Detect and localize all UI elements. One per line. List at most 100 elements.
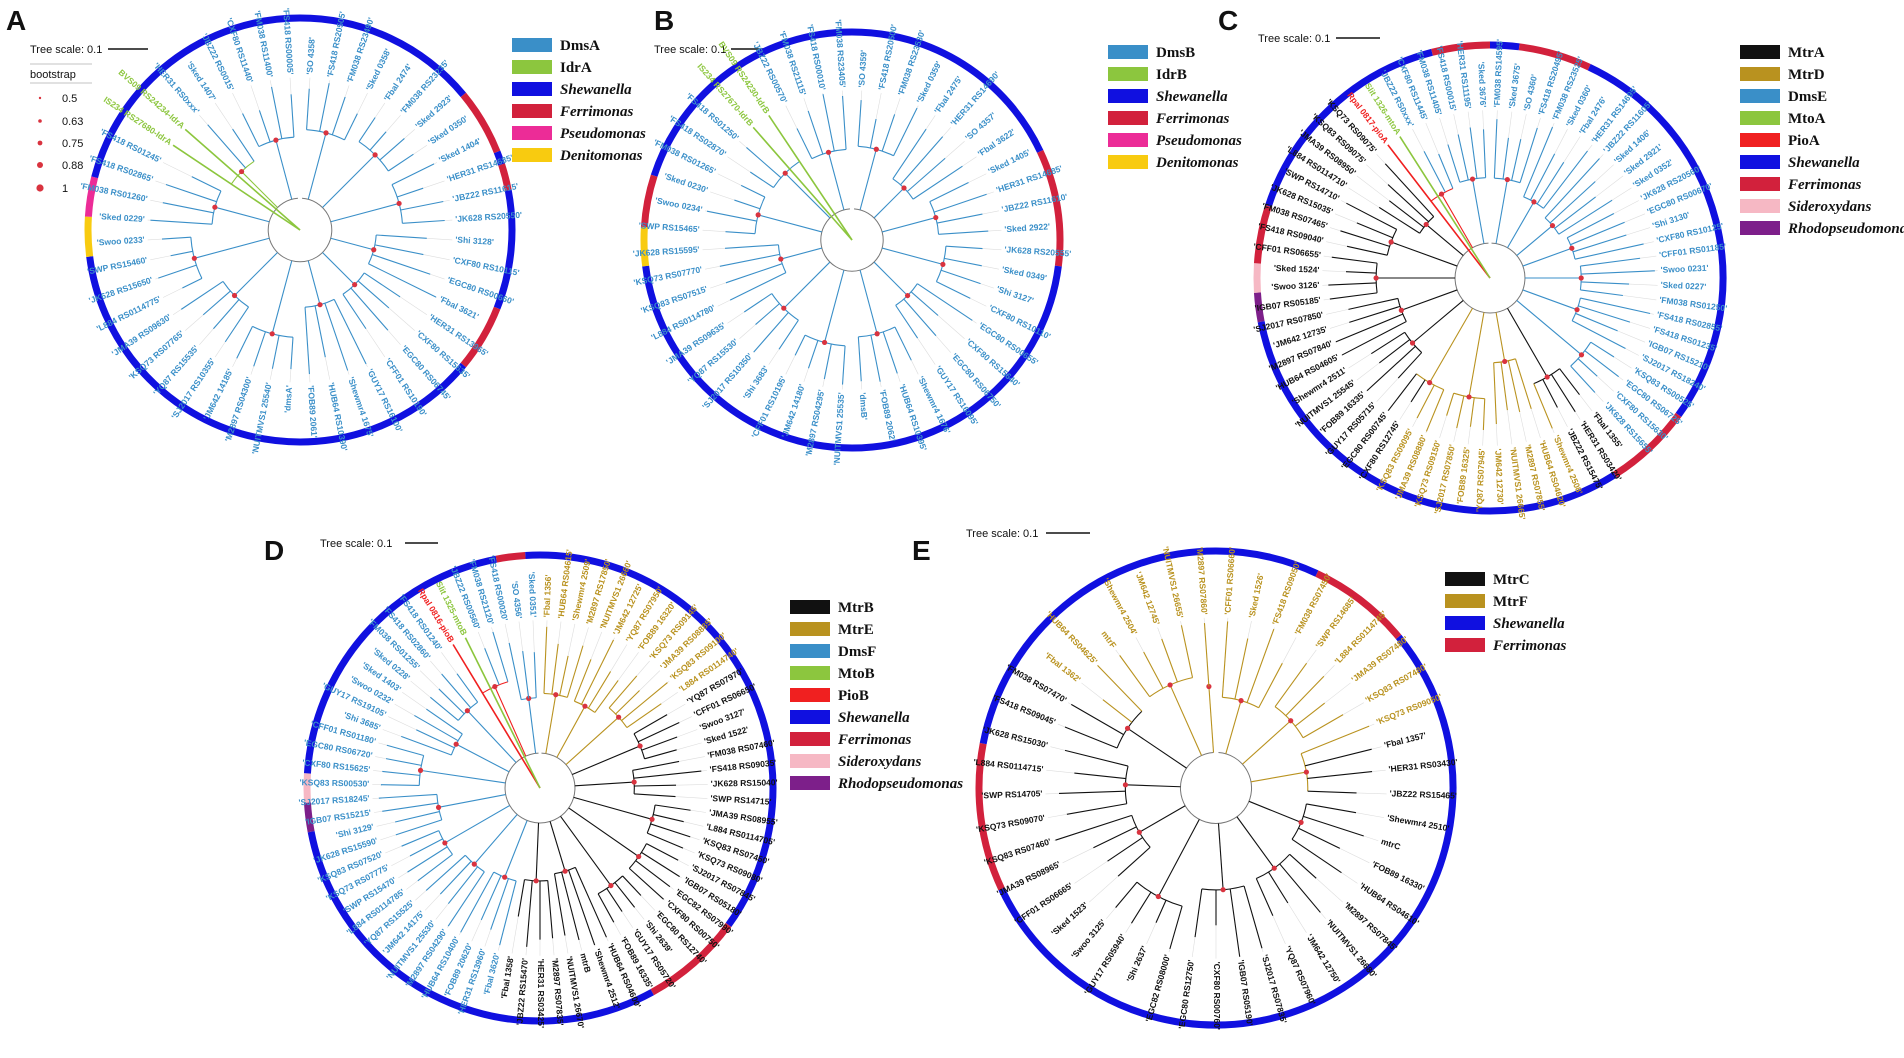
leaf-guide [172, 309, 182, 316]
tree-branch [1469, 397, 1475, 427]
legend-label: MtrA [1788, 45, 1825, 61]
bootstrap-node [492, 683, 498, 690]
tree-branch [1590, 341, 1615, 358]
tree-branch [528, 698, 537, 754]
legend-item: IdrA [512, 60, 592, 76]
leaf-guide [398, 871, 408, 879]
legend-item: Denitomonas [512, 148, 643, 164]
tree-branch [1130, 891, 1152, 924]
tree-branch [1243, 885, 1263, 949]
tree-branch [253, 331, 266, 367]
tree-branch [655, 804, 691, 811]
leaf-guide [785, 105, 798, 129]
root-arc [504, 752, 576, 824]
tree-branch [1127, 727, 1187, 769]
tree-branch [429, 696, 459, 721]
leaf-guide [328, 80, 331, 84]
tree-branch [938, 230, 989, 235]
bootstrap-node [1544, 374, 1550, 380]
root-arc [1454, 242, 1526, 314]
tree-branch [1401, 289, 1458, 311]
circular-tree: 'FM038 RS14595''Sked 3675''SO 4360''FS41… [1253, 39, 1728, 520]
tree-branch [641, 736, 678, 751]
clade-legend: MtrAMtrDDmsEMtoAPioAShewanellaFerrimonas… [1740, 45, 1904, 237]
leaf-guide [1323, 298, 1330, 301]
tree-branch [1482, 129, 1487, 178]
bootstrap-node [1438, 191, 1445, 197]
tree-branch [380, 784, 420, 787]
legend-label: MtrE [838, 622, 874, 638]
leaf-label: 'Sked 3675' [1507, 63, 1523, 110]
leaf-guide [1074, 860, 1108, 884]
legend-label: MtrC [1493, 572, 1530, 588]
bootstrap-item: 0.5 [38, 93, 77, 105]
bootstrap-node [873, 146, 879, 152]
leaf-guide [399, 296, 428, 316]
leaf-guide [1341, 872, 1358, 884]
legend-swatch [1740, 67, 1780, 81]
legend-label: Pseudomonas [560, 126, 646, 142]
tree-branch [566, 645, 584, 698]
tree-branch [357, 280, 390, 309]
tree-branch [653, 814, 684, 823]
tree-branch [1571, 320, 1626, 350]
leaf-label: 'HER31 RS11195' [1455, 40, 1474, 109]
bootstrap-title: bootstrap [30, 69, 76, 81]
leaf-guide [564, 935, 569, 954]
tree-branch [207, 124, 246, 169]
legend-swatch [1108, 67, 1148, 81]
leaf-guide [1053, 839, 1056, 842]
legend-label: DmsB [1156, 45, 1195, 61]
tree-branch [290, 94, 295, 138]
legend-swatch [512, 126, 552, 140]
leaf-guide [1320, 912, 1326, 919]
leaf-guide [433, 162, 438, 165]
panel-c: C Tree scale: 0.1 MtrAMtrDDmsEMtoAPioASh… [1218, 5, 1904, 520]
leaf-guide [1508, 111, 1513, 138]
tree-branch [379, 137, 405, 161]
legend-swatch [1740, 199, 1780, 213]
bootstrap-node [231, 292, 238, 299]
leaf-guide [1467, 111, 1471, 128]
tree-branch [1522, 289, 1578, 311]
leaf-guide [682, 847, 695, 854]
leaf-guide [1376, 377, 1399, 402]
bootstrap-node [442, 840, 448, 846]
legend-item: Ferrimonas [512, 104, 634, 120]
tree-branch [892, 128, 927, 180]
bootstrap-node [1466, 394, 1472, 400]
tree-branch [1558, 199, 1613, 235]
leaf-guide [968, 173, 987, 183]
leaf-guide [1425, 122, 1439, 155]
tree-branch [859, 269, 878, 334]
legend-swatch [790, 666, 830, 680]
tree-branch [573, 796, 653, 820]
tree-branch [743, 293, 773, 313]
tree-branch [1341, 321, 1407, 356]
leaf-guide [357, 92, 368, 114]
tree-branch [1225, 700, 1242, 754]
bootstrap-node [372, 152, 378, 158]
tree-branch [615, 690, 640, 715]
leaf-label: 'Sked 1405' [986, 147, 1031, 176]
leaf-guide [269, 368, 273, 380]
tree-branch [382, 770, 420, 776]
leaf-guide [365, 328, 386, 358]
leaf-guide [497, 945, 500, 951]
bootstrap-item: 0.63 [38, 116, 83, 128]
bootstrap-node [904, 292, 911, 299]
leaf-guide [1157, 627, 1163, 639]
tree-branch [1125, 784, 1181, 788]
leaf-guide [1329, 322, 1350, 329]
tree-branch [1519, 127, 1538, 183]
bootstrap-node [1469, 176, 1476, 182]
tree-branch [396, 187, 424, 198]
clade-ring-segment [1257, 321, 1617, 515]
tree-branch [306, 88, 310, 130]
bootstrap-value: 1 [62, 183, 68, 195]
tree-branch [882, 331, 898, 374]
leaf-guide [1050, 746, 1066, 751]
tree-branch [1289, 853, 1317, 879]
tree-branch [1580, 297, 1651, 315]
tree-branch [480, 875, 502, 921]
